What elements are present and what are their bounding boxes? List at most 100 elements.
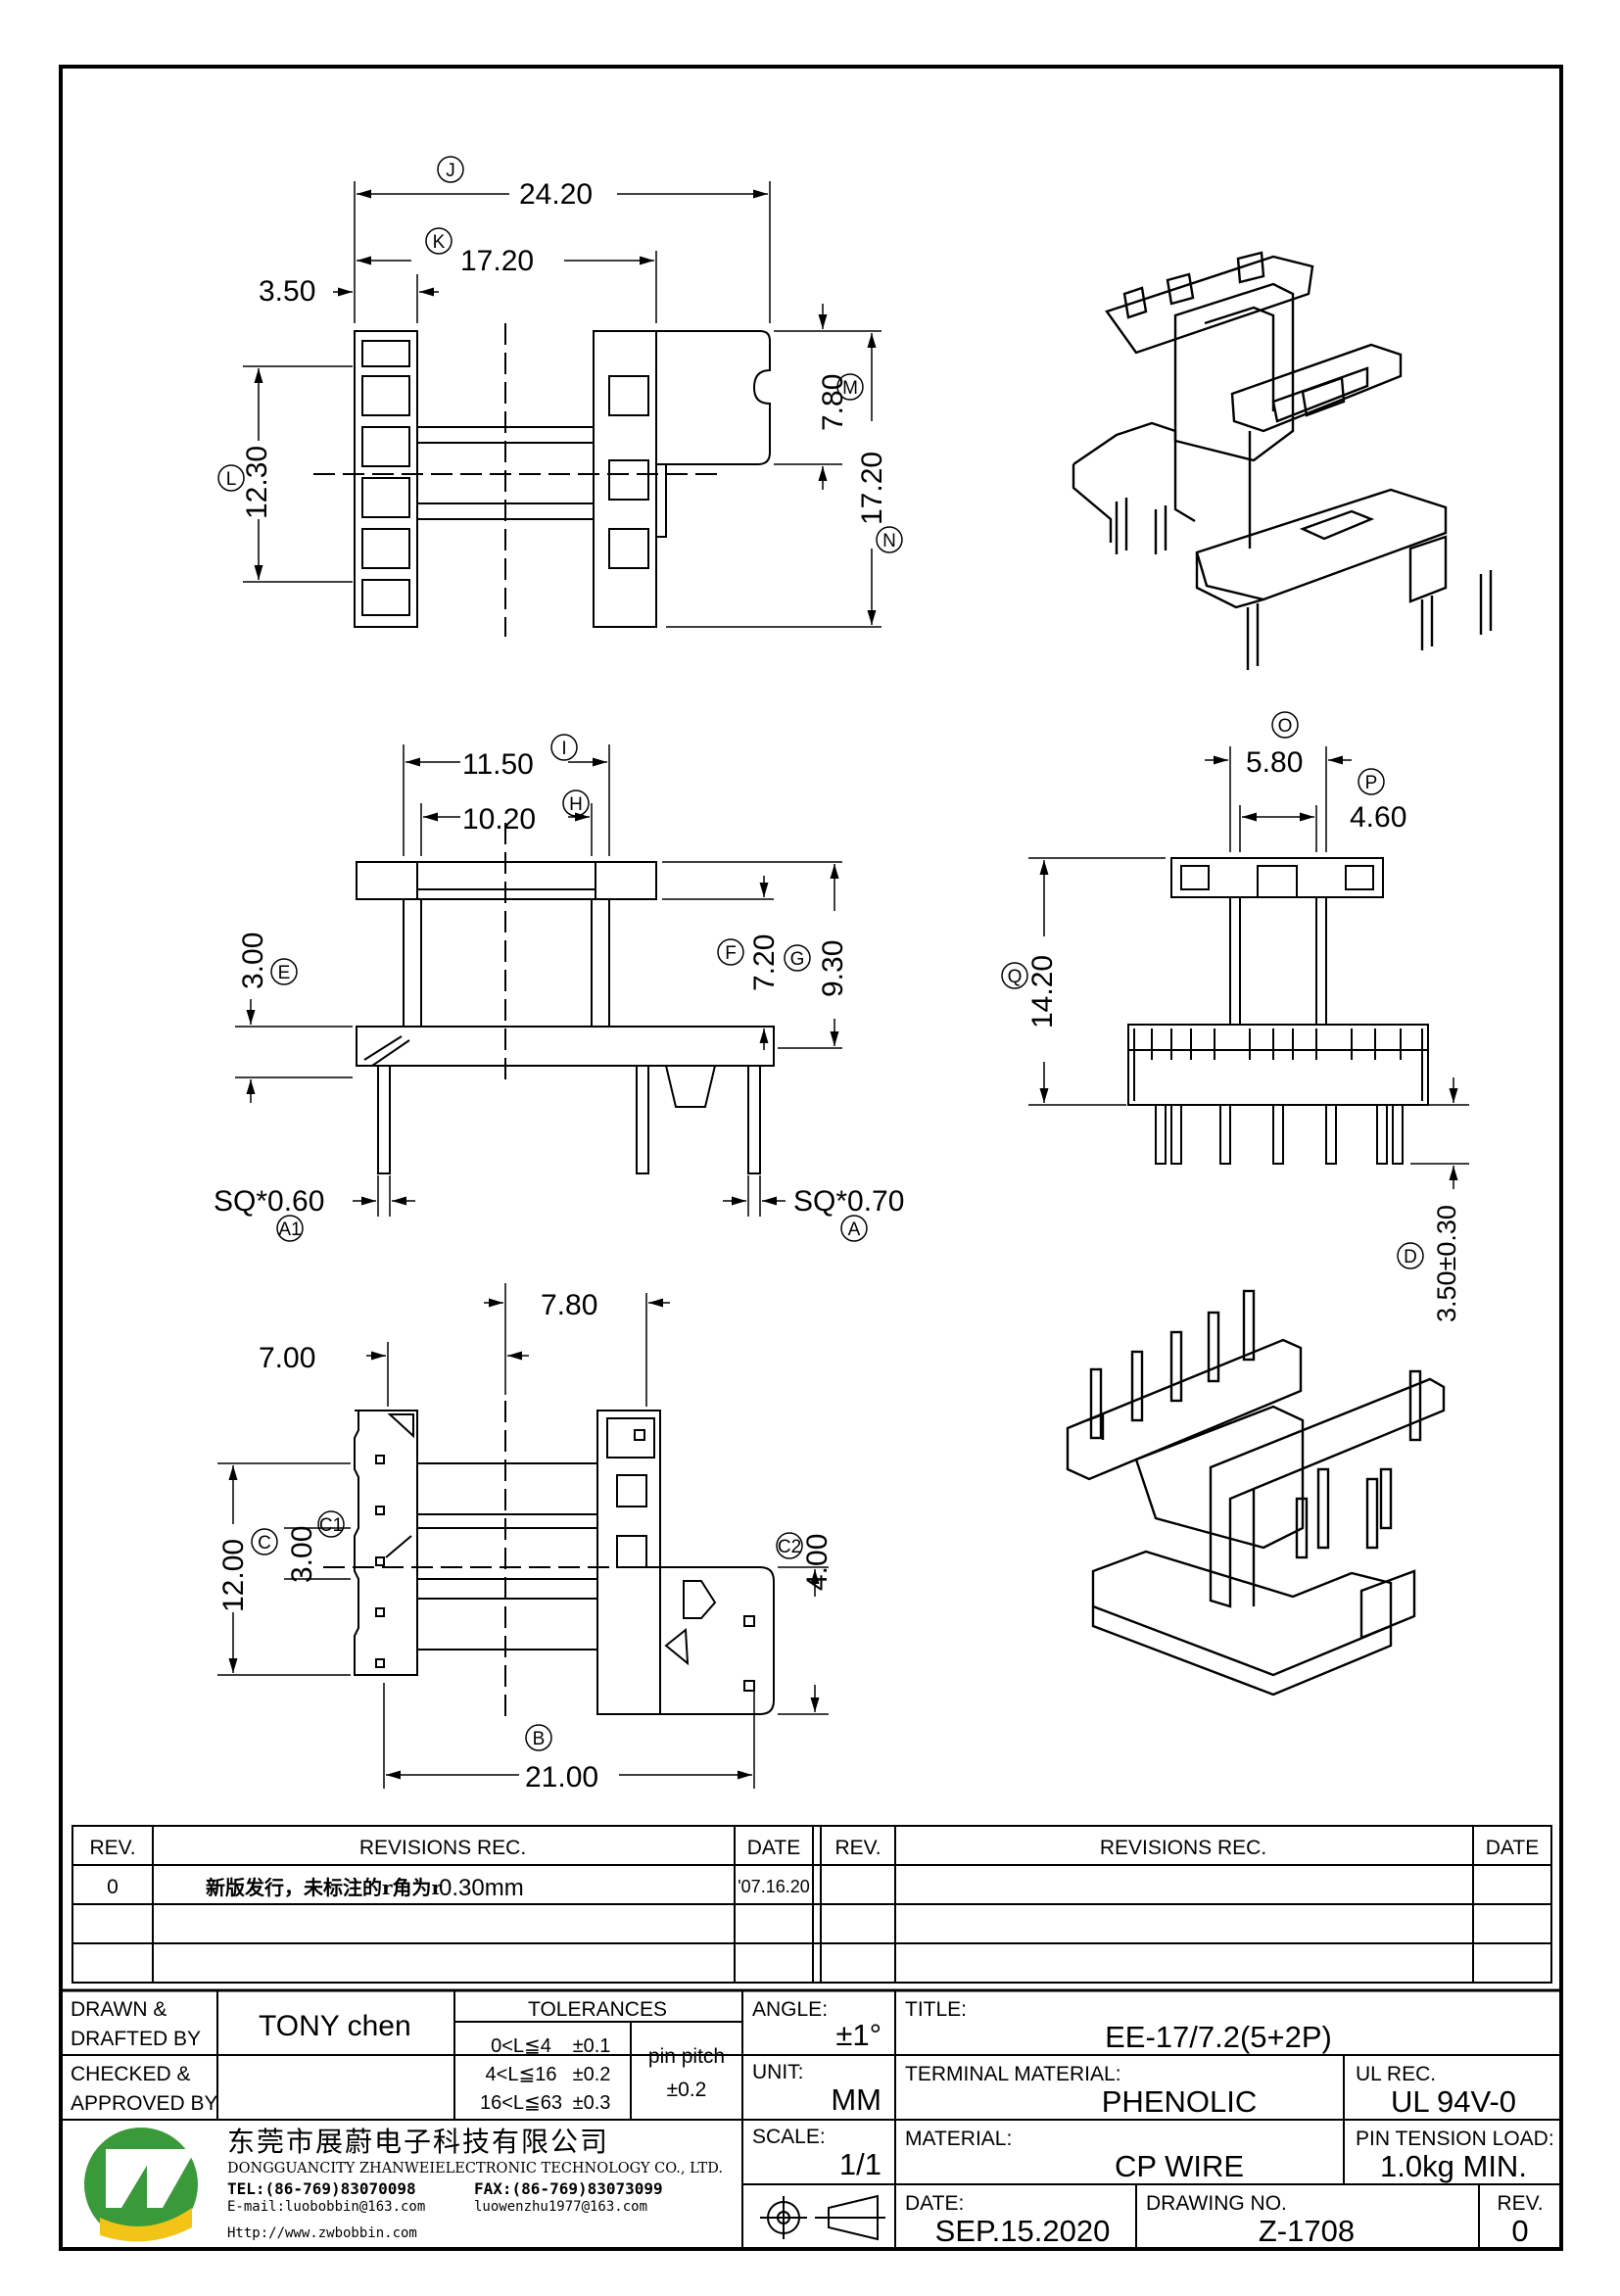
tag-K: K [433, 232, 446, 253]
company-fax: FAX:(86-769)83073099 [474, 2179, 663, 2198]
rev-value: 0 [1511, 2214, 1528, 2248]
drawing-no-label: DRAWING NO. [1146, 2192, 1287, 2215]
dim-K: 17.20 [460, 245, 534, 277]
dim-D: 3.50±0.30 [1432, 1205, 1461, 1322]
isometric-view-top [1072, 251, 1493, 670]
rev-label: REV. [1497, 2192, 1543, 2215]
tag-O: O [1278, 716, 1293, 737]
tag-J: J [446, 161, 455, 181]
dim-7-00: 7.00 [259, 1342, 315, 1374]
bottom-view [323, 1401, 775, 1724]
side-view-dimensions [1001, 711, 1469, 1269]
tag-A: A [848, 1220, 861, 1240]
dim-J: 24.20 [519, 178, 593, 211]
dim-E: 3.00 [237, 933, 269, 989]
date-value: SEP.15.2020 [935, 2214, 1111, 2248]
dim-N: 17.20 [856, 452, 888, 525]
drawn-by-value: TONY chen [259, 2010, 411, 2042]
dim-G: 9.30 [817, 940, 849, 997]
company-web: Http://www.zwbobbin.com [227, 2225, 417, 2241]
dim-7-80-bottom: 7.80 [541, 1289, 597, 1321]
tol-range-2: 4<L≦16 [486, 2064, 557, 2085]
tag-E: E [278, 963, 291, 983]
top-view-dimensions [217, 156, 903, 628]
tol-value-1: ±0.1 [573, 2035, 611, 2057]
tag-P: P [1365, 773, 1378, 793]
date-label: DATE: [905, 2192, 964, 2215]
projection-symbol-icon [760, 2194, 885, 2241]
dim-M: 7.80 [817, 374, 849, 431]
dim-sq-060: SQ*0.60 [214, 1185, 324, 1218]
drawing-no-value: Z-1708 [1259, 2214, 1355, 2248]
revision-row-note: 新版发行，未标注的r角为r [206, 1876, 443, 1899]
material-value: CP WIRE [1115, 2149, 1244, 2183]
tag-D: D [1404, 1247, 1417, 1268]
revisions-rec-header-left: REVISIONS REC. [359, 1837, 526, 1859]
dim-Q: 14.20 [1026, 955, 1059, 1028]
dim-C2: 4.00 [801, 1534, 834, 1591]
tol-range-3: 16<L≦63 [480, 2092, 562, 2114]
title-value: EE-17/7.2(5+2P) [1105, 2020, 1332, 2054]
dim-H: 10.20 [462, 803, 536, 836]
angle-label: ANGLE: [752, 1998, 828, 2021]
angle-value: ±1° [835, 2018, 881, 2052]
revision-row-note-value: 0.30mm [439, 1875, 524, 1901]
company-logo-icon [84, 2128, 198, 2242]
tag-I: I [561, 739, 566, 759]
tol-range-1: 0<L≦4 [491, 2035, 551, 2057]
isometric-view-bottom [1066, 1289, 1446, 1697]
tag-C: C [258, 1533, 271, 1554]
dim-O: 5.80 [1246, 746, 1303, 779]
top-view [313, 323, 771, 637]
company-name-cn: 东莞市展蔚电子科技有限公司 [227, 2126, 609, 2158]
tag-Q: Q [1008, 967, 1023, 987]
ul-rec-label: UL REC. [1356, 2063, 1436, 2085]
dim-L: 12.30 [241, 446, 273, 519]
pin-pitch-tol: ±0.2 [667, 2079, 707, 2101]
tag-A1: A1 [278, 1220, 301, 1240]
unit-label: UNIT: [752, 2061, 804, 2083]
tag-N: N [882, 531, 896, 551]
material-label: MATERIAL: [905, 2128, 1012, 2150]
scale-label: SCALE: [752, 2126, 826, 2148]
company-email: E-mail:luobobbin@163.com [227, 2199, 425, 2215]
tag-M: M [842, 378, 858, 399]
pin-tension-label: PIN TENSION LOAD: [1356, 2128, 1554, 2150]
checked-label-2: APPROVED BY [71, 2092, 218, 2115]
revision-row-date: '07.16.20 [738, 1877, 810, 1896]
dim-C1: 3.00 [286, 1526, 318, 1583]
dim-F: 7.20 [748, 934, 781, 991]
dim-C: 12.00 [217, 1539, 250, 1612]
revisions-table [71, 1825, 1552, 1984]
sheet-border [59, 65, 1563, 2251]
bottom-view-dimensions [217, 1283, 829, 1789]
side-view [1127, 857, 1429, 1165]
pin-tension-value: 1.0kg MIN. [1380, 2149, 1527, 2183]
tag-G: G [790, 949, 805, 970]
rev-header-right: REV. [834, 1837, 881, 1859]
front-view-dimensions [235, 734, 868, 1242]
drawn-label-1: DRAWN & [71, 1998, 167, 2021]
tag-B: B [533, 1729, 546, 1749]
ul-rec-value: UL 94V-0 [1391, 2084, 1516, 2119]
date-header-left: DATE [747, 1837, 800, 1859]
dim-sq-070: SQ*0.70 [793, 1185, 904, 1218]
dim-3-50: 3.50 [259, 275, 315, 308]
terminal-material-label: TERMINAL MATERIAL: [905, 2063, 1121, 2085]
revision-row-rev: 0 [107, 1876, 119, 1898]
company-name-en: DONGGUANCITY ZHANWEIELECTRONIC TECHNOLOG… [227, 2161, 723, 2176]
dim-I: 11.50 [462, 748, 534, 781]
revisions-rec-header-right: REVISIONS REC. [1100, 1837, 1266, 1859]
checked-label-1: CHECKED & [71, 2063, 191, 2085]
title-label: TITLE: [905, 1998, 967, 2021]
title-block-grid [61, 1988, 1561, 2249]
scale-value: 1/1 [839, 2147, 881, 2181]
rev-header-left: REV. [89, 1837, 135, 1859]
tag-C2: C2 [778, 1537, 801, 1557]
front-view [356, 823, 775, 1174]
company-tel: TEL:(86-769)83070098 [227, 2179, 416, 2198]
date-header-right: DATE [1486, 1837, 1539, 1859]
tag-H: H [569, 794, 583, 815]
